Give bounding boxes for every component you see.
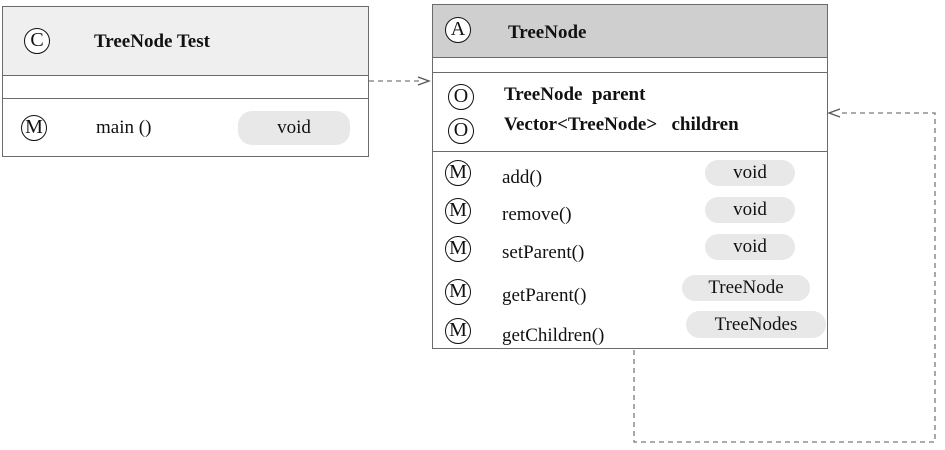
return-type-badge: TreeNodes [686, 311, 826, 338]
attribute-icon: O [448, 84, 474, 110]
method-name: add() [502, 167, 543, 188]
attribute-icon: O [448, 118, 474, 144]
class-stereotype-icon: C [24, 28, 50, 54]
divider [433, 72, 827, 73]
method-name: main () [96, 117, 152, 138]
method-icon: M [445, 279, 471, 305]
method-name: setParent() [502, 242, 585, 263]
class-box-treenode: A TreeNode O TreeNode parent O Vector<Tr… [432, 4, 828, 349]
attribute-text: Vector<TreeNode> children [504, 114, 739, 135]
method-icon: M [445, 198, 471, 224]
method-icon: M [445, 318, 471, 344]
method-icon: M [21, 115, 47, 141]
divider [433, 151, 827, 152]
class-name: TreeNode Test [94, 31, 210, 52]
attribute-text: TreeNode parent [504, 84, 646, 105]
class-box-treenode-test: C TreeNode Test M main () void [2, 6, 369, 157]
dependency-arrow [369, 76, 431, 86]
class-header: C TreeNode Test [3, 7, 368, 76]
method-name: getParent() [502, 285, 587, 306]
method-name: remove() [502, 204, 572, 225]
return-type-badge: void [705, 197, 795, 223]
class-name: TreeNode [508, 22, 587, 43]
method-icon: M [445, 160, 471, 186]
return-type-badge: void [705, 234, 795, 260]
class-stereotype-icon: A [445, 17, 471, 43]
self-association-arrow [633, 108, 936, 443]
return-type-badge: TreeNode [682, 275, 810, 301]
return-type-badge: void [238, 111, 350, 145]
return-type-badge: void [705, 160, 795, 186]
class-header: A TreeNode [433, 5, 827, 58]
divider [3, 98, 368, 99]
method-icon: M [445, 236, 471, 262]
method-name: getChildren() [502, 325, 605, 346]
